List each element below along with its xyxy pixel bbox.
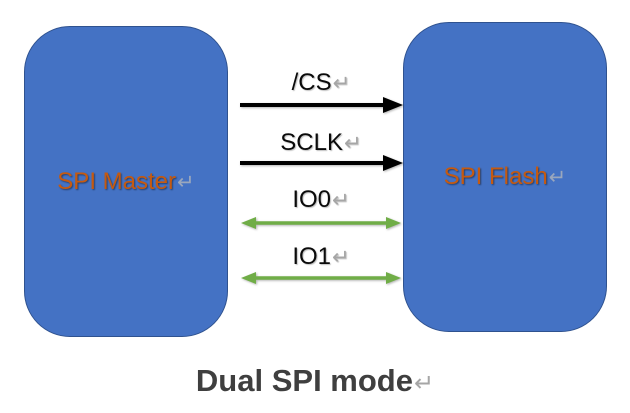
return-mark-icon: ↵	[177, 170, 195, 194]
node-spi-master-label: SPI Master↵	[57, 168, 194, 196]
return-mark-icon: ↵	[344, 132, 362, 155]
signal-label-cs-text: /CS	[291, 69, 332, 96]
arrow-cs-right-icon	[240, 97, 403, 113]
signal-label-cs: /CS↵	[240, 69, 402, 98]
node-spi-master: SPI Master↵	[24, 26, 228, 337]
signal-label-sclk: SCLK↵	[240, 129, 402, 158]
return-mark-icon: ↵	[332, 189, 350, 212]
signal-label-io1-text: IO1	[292, 243, 331, 270]
signal-label-io0: IO0↵	[240, 186, 402, 215]
node-spi-master-label-text: SPI Master	[57, 167, 176, 195]
node-spi-flash: SPI Flash↵	[403, 22, 607, 332]
diagram-caption-text: Dual SPI mode	[195, 363, 413, 398]
return-mark-icon: ↵	[548, 166, 567, 189]
signal-label-io1: IO1↵	[240, 243, 402, 272]
return-mark-icon: ↵	[413, 370, 435, 397]
return-mark-icon: ↵	[332, 246, 350, 269]
return-mark-icon: ↵	[332, 72, 351, 95]
diagram-caption: Dual SPI mode↵	[0, 363, 630, 402]
signal-label-io0-text: IO0	[292, 186, 331, 213]
arrow-io0-bidirectional-icon	[241, 217, 401, 229]
arrow-sclk-right-icon	[240, 155, 403, 171]
arrow-io1-bidirectional-icon	[241, 272, 401, 284]
signal-label-sclk-text: SCLK	[280, 129, 343, 156]
node-spi-flash-label: SPI Flash↵	[444, 163, 567, 191]
node-spi-flash-label-text: SPI Flash	[443, 163, 548, 190]
